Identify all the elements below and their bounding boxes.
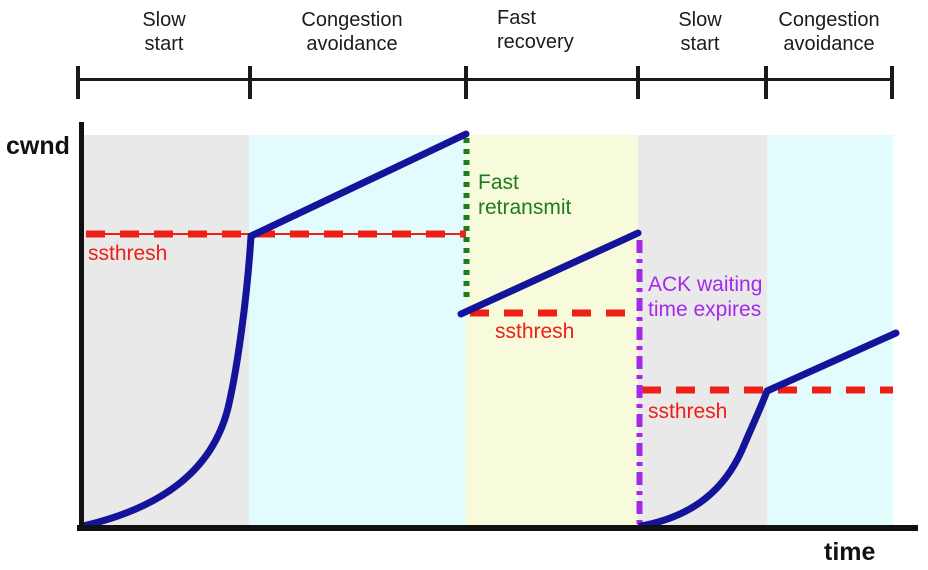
cwnd-curve-slow-start-1 bbox=[79, 130, 470, 530]
region-congestion-avoidance-1 bbox=[249, 135, 466, 525]
x-axis-line bbox=[77, 525, 918, 531]
ssthresh-label-3: ssthresh bbox=[648, 400, 728, 423]
phase-label-slow-start-1: Slow start bbox=[142, 9, 186, 55]
ruler-tick-6 bbox=[890, 66, 894, 99]
cwnd-curve-fast-recovery bbox=[457, 229, 642, 318]
ruler-tick-2 bbox=[248, 66, 252, 99]
y-axis-line bbox=[79, 122, 84, 531]
cwnd-curve-slow-start-2 bbox=[637, 329, 900, 530]
region-slow-start-1 bbox=[84, 135, 249, 525]
phase-label-slow-start-2: Slow start bbox=[678, 9, 722, 55]
phase-label-congestion-avoidance-2: Congestion avoidance bbox=[778, 9, 880, 55]
region-slow-start-2 bbox=[638, 135, 767, 525]
ssthresh-label-2: ssthresh bbox=[495, 320, 575, 343]
ruler-tick-4 bbox=[636, 66, 640, 99]
x-axis-label: time bbox=[824, 538, 876, 566]
region-congestion-avoidance-2 bbox=[767, 135, 893, 525]
region-fast-recovery bbox=[466, 135, 638, 525]
y-axis-label: cwnd bbox=[6, 132, 70, 160]
fast-retransmit-label: Fast retransmit bbox=[478, 171, 572, 219]
ack-waiting-label: ACK waiting time expires bbox=[648, 273, 763, 321]
ruler-tick-3 bbox=[464, 66, 468, 99]
ruler-tick-1 bbox=[76, 66, 80, 99]
phase-label-fast-recovery: Fast recovery bbox=[497, 7, 574, 53]
phase-ruler-line bbox=[78, 78, 893, 81]
ssthresh-label-1: ssthresh bbox=[88, 242, 168, 265]
ruler-tick-5 bbox=[764, 66, 768, 99]
phase-label-congestion-avoidance-1: Congestion avoidance bbox=[301, 9, 403, 55]
